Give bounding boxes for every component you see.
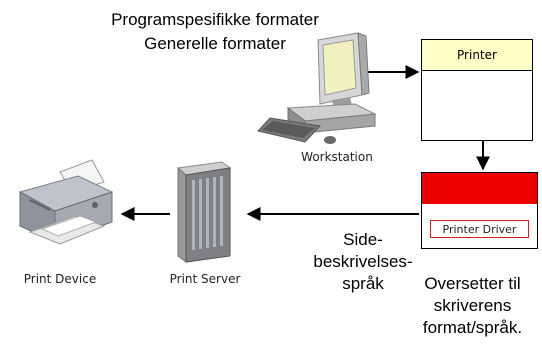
- heading-general-formats: Generelle formater: [144, 34, 286, 53]
- printer-box-label: Printer: [457, 48, 497, 62]
- workstation-label: Workstation: [301, 150, 373, 164]
- side-text-line3: språk: [342, 274, 384, 293]
- printer-box: Printer: [421, 39, 533, 141]
- translate-text-line1: Oversetter til: [424, 274, 521, 293]
- heading-program-formats: Programspesifikke formater: [111, 10, 319, 29]
- printer-box-header: Printer: [422, 40, 532, 71]
- side-text-line1: Side-: [343, 230, 383, 249]
- print-device-label: Print Device: [23, 272, 97, 286]
- printer-driver-box: Printer Driver: [421, 172, 538, 249]
- print-server-label: Print Server: [169, 272, 241, 286]
- side-text-line2: beskrivelses-: [313, 252, 413, 271]
- printer-driver-label: Printer Driver: [430, 220, 529, 238]
- translate-text-line2: skriverens: [433, 296, 512, 315]
- translate-text-line3: format/språk.: [422, 318, 523, 337]
- driver-box-header: [422, 173, 537, 204]
